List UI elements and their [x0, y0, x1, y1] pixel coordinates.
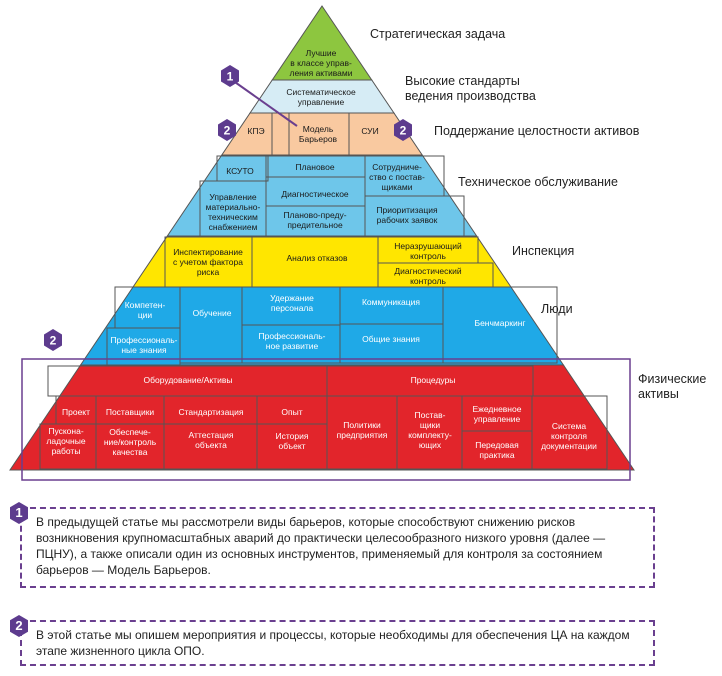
cell-label-cooperation: Сотрудниче-ство с постав-щиками: [369, 162, 425, 192]
cell-material-box: [199, 180, 267, 237]
note-1: В предыдущей статье мы рассмотрели виды …: [20, 507, 655, 588]
level-label-integrity: Поддержание целостности активов: [434, 124, 640, 138]
cell-prioritization-box: [364, 195, 465, 237]
cell-benchmarking-box: [442, 286, 558, 364]
cell-label-competencies: Компетен-ции: [125, 300, 166, 320]
cell-label-procedures: Процедуры: [411, 375, 456, 385]
note-2-text: В этой статье мы опишем мероприятия и пр…: [36, 628, 630, 658]
marker-1-hex-label: 1: [227, 70, 234, 84]
cell-label-prof-development: Профессиональ-ное развитие: [259, 331, 326, 351]
level-label-physical: Физические активы: [638, 372, 707, 401]
cell-label-suppliers: Поставщики: [106, 407, 155, 417]
cell-label-communication: Коммуникация: [362, 297, 420, 307]
cell-label-kpe: КПЭ: [247, 126, 264, 136]
cell-label-failure-analysis: Анализ отказов: [286, 253, 348, 263]
cell-label-ksuto: КСУТО: [226, 166, 254, 176]
marker-2-physical-hex-label: 2: [50, 334, 57, 348]
marker-1-hex: [221, 65, 239, 87]
cell-label-sui: СУИ: [361, 126, 378, 136]
marker-2-left-hex: [218, 119, 236, 141]
level-label-maintenance: Техническое обслуживание: [458, 175, 618, 189]
cell-label-general-knowledge: Общие знания: [362, 334, 420, 344]
marker-2-right-hex-label: 2: [400, 124, 407, 138]
marker-2-physical-hex: [44, 329, 62, 351]
cell-label-project: Проект: [62, 407, 90, 417]
level-label-high-standards: Высокие стандарты ведения производства: [405, 74, 536, 103]
band-physical: [9, 364, 635, 471]
cell-label-planned: Плановое: [295, 162, 334, 172]
level-label-strategic: Стратегическая задача: [370, 27, 506, 41]
cell-doc-control-box: [531, 395, 608, 470]
note-2: В этой статье мы опишем мероприятия и пр…: [20, 620, 655, 666]
marker-2-left-hex-label: 2: [224, 124, 231, 138]
marker-1-pointer: [231, 79, 298, 127]
note-1-marker: 1: [10, 502, 28, 524]
cell-label-equipment: Оборудование/Активы: [144, 375, 233, 385]
level-label-inspection: Инспекция: [512, 244, 575, 258]
cell-label-standardization: Стандартизация: [178, 407, 243, 417]
cell-label-predictive: Планово-преду-предительное: [283, 210, 346, 230]
note-1-text: В предыдущей статье мы рассмотрели виды …: [36, 515, 606, 577]
marker-2-right-hex: [394, 119, 412, 141]
physical-assets-frame: [21, 358, 631, 481]
cell-label-diagnostic: Диагностическое: [281, 189, 349, 199]
level-label-people: Люди: [541, 302, 573, 316]
cell-label-prof-knowledge: Профессиональ-ные знания: [111, 335, 178, 355]
cell-label-experience: Опыт: [281, 407, 302, 417]
cell-label-training: Обучение: [193, 308, 232, 318]
note-2-marker: 2: [10, 615, 28, 637]
cell-label-benchmarking: Бенчмаркинг: [475, 318, 526, 328]
